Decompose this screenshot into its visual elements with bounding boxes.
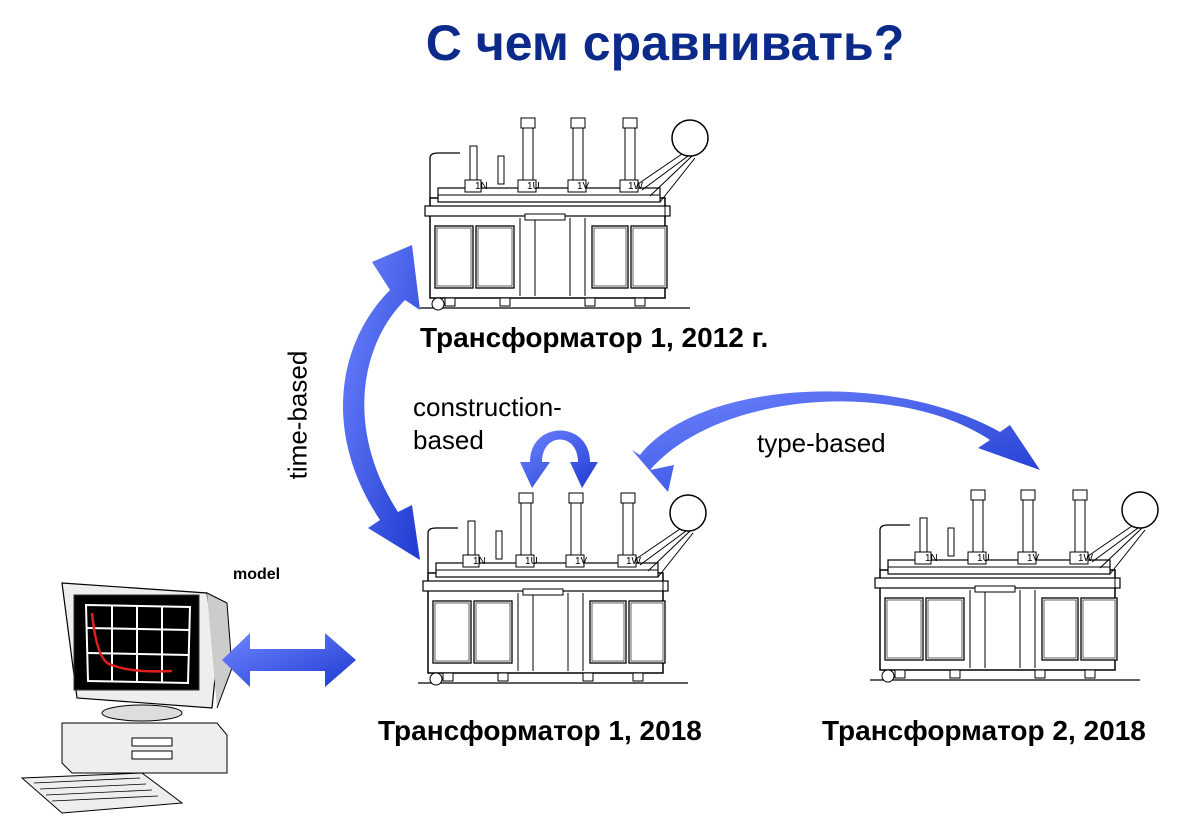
page-title: С чем сравнивать?: [425, 15, 905, 71]
construction-based-arrow: [520, 430, 598, 488]
computer-icon: [20, 581, 234, 815]
bushing-label-1u: 1U: [527, 181, 540, 192]
bushing-label-1n: 1N: [925, 553, 938, 564]
label-time-based: time-based: [282, 350, 313, 480]
time-based-arrow: [342, 245, 420, 560]
type-based-arrow: [632, 391, 1040, 492]
transformer-1-2012: [419, 117, 709, 311]
label-model: model: [233, 566, 281, 583]
bushing-label-1n: 1N: [473, 556, 486, 567]
label-construction-line1: construction-: [413, 392, 562, 422]
bushing-label-1w: 1W: [1078, 553, 1093, 564]
bushing-label-1u: 1U: [977, 553, 990, 564]
transformer-2-2018: [869, 489, 1159, 683]
bushing-label-1w: 1W: [628, 181, 643, 192]
bushing-label-1n: 1N: [475, 181, 488, 192]
label-type-based: type-based: [757, 428, 886, 458]
caption-transformer-1-2012: Трансформатор 1, 2012 г.: [420, 322, 769, 353]
bushing-label-1v: 1V: [577, 181, 590, 192]
bushing-label-1u: 1U: [525, 556, 538, 567]
caption-transformer-2-2018: Трансформатор 2, 2018: [822, 715, 1146, 746]
label-construction-line2: based: [413, 425, 484, 455]
bushing-label-1v: 1V: [1027, 553, 1040, 564]
bushing-label-1w: 1W: [626, 556, 641, 567]
caption-transformer-1-2018: Трансформатор 1, 2018: [378, 715, 702, 746]
model-double-arrow: [222, 633, 356, 687]
bushing-label-1v: 1V: [575, 556, 588, 567]
transformer-1-2018: [417, 492, 707, 686]
